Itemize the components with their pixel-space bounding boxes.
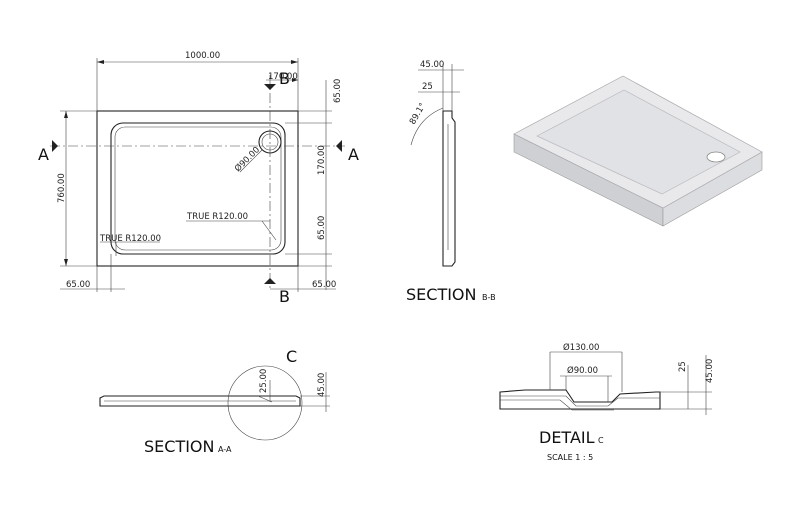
plan-view: A A B B 1000.00 170.00 760.00 65.00 170.… xyxy=(38,51,359,306)
tray-iso-waste xyxy=(706,151,726,163)
dim-section-bb-angle: 89.1° xyxy=(408,101,428,126)
section-arrow-a-right xyxy=(336,140,342,152)
section-arrow-b-bottom xyxy=(264,278,276,284)
tray-iso-basin xyxy=(536,89,741,195)
dim-waste-offset-x: 170.00 xyxy=(268,72,298,82)
label-outer-radius: TRUE R120.00 xyxy=(99,234,161,244)
detail-c-title: DETAIL xyxy=(539,428,595,447)
section-arrow-b-top xyxy=(264,84,276,90)
dim-detail-outer: 45.00 xyxy=(705,359,715,383)
dim-waste-offset-top: 65.00 xyxy=(333,79,343,103)
section-bb-profile xyxy=(442,110,456,267)
section-aa-title: SECTION xyxy=(144,437,215,456)
section-aa-suffix: A-A xyxy=(218,445,232,454)
section-bb: 45.00 25 89.1° SECTION B-B xyxy=(406,60,496,304)
detail-c-mark: C xyxy=(286,347,297,366)
label-inner-radius: TRUE R120.00 xyxy=(186,212,248,222)
section-bb-suffix: B-B xyxy=(482,293,496,302)
section-mark-a-left: A xyxy=(38,145,49,164)
tray-outline xyxy=(96,110,299,267)
dim-detail-inner-diameter: Ø90.00 xyxy=(567,365,598,376)
detail-c: Ø130.00 Ø90.00 25 45.00 DETAIL C SCALE 1… xyxy=(499,342,715,462)
dim-detail-outer-diameter: Ø130.00 xyxy=(563,342,599,353)
tray-basin xyxy=(110,122,286,255)
section-aa: C 25.00 45.00 SECTION A-A xyxy=(99,347,330,456)
detail-c-profile xyxy=(499,389,661,410)
detail-c-suffix: C xyxy=(598,436,604,445)
section-mark-b-top: B xyxy=(279,69,290,88)
section-bb-title: SECTION xyxy=(406,285,477,304)
dim-waste-diameter: Ø90.00 xyxy=(232,144,262,174)
dim-bottom-rim-right: 65.00 xyxy=(317,216,327,240)
section-mark-a-right: A xyxy=(348,145,359,164)
section-arrow-a-left xyxy=(52,140,58,152)
detail-c-scale: SCALE 1 : 5 xyxy=(547,453,593,462)
dim-section-bb-base: 25 xyxy=(422,82,433,92)
dim-section-bb-thickness: 45.00 xyxy=(420,60,444,70)
section-mark-b-bottom: B xyxy=(279,287,290,306)
dim-detail-inner: 25 xyxy=(678,361,688,372)
section-aa-profile xyxy=(99,395,301,407)
dim-waste-center-height: 170.00 xyxy=(317,145,327,175)
dim-section-aa-inner: 25.00 xyxy=(259,369,269,393)
dim-bottom-left-rim: 65.00 xyxy=(66,280,90,290)
dim-bottom-right-rim: 65.00 xyxy=(312,280,336,290)
dim-overall-height: 760.00 xyxy=(57,173,67,203)
tray-basin-inner xyxy=(114,126,282,251)
dim-section-aa-outer: 45.00 xyxy=(317,373,327,397)
isometric-tray xyxy=(513,75,763,227)
dim-overall-width: 1000.00 xyxy=(185,51,220,61)
detail-c-circle xyxy=(227,365,303,441)
